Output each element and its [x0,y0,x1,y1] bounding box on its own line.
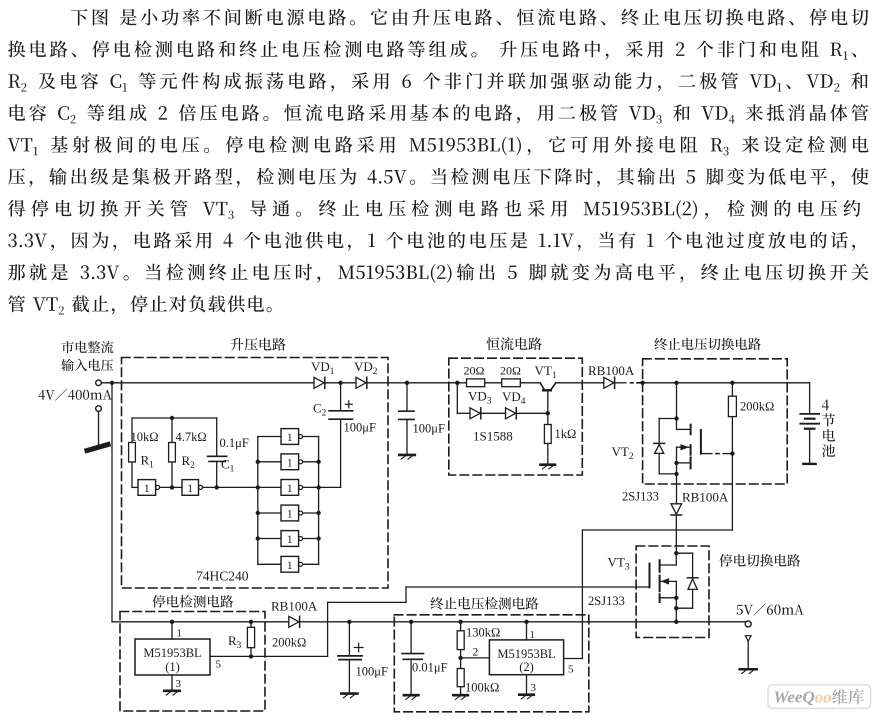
svg-text:RB100A: RB100A [682,490,729,505]
svg-text:C2: C2 [313,401,327,419]
svg-text:M51953BL: M51953BL [497,647,555,661]
svg-text:5: 5 [568,664,574,676]
svg-text:100μF: 100μF [344,421,376,435]
svg-text:VD3: VD3 [468,389,492,407]
svg-text:1: 1 [530,629,536,641]
svg-text:VD4: VD4 [502,389,526,407]
svg-text:1: 1 [287,432,293,444]
svg-text:VD1: VD1 [311,359,335,377]
svg-text:1: 1 [187,483,193,495]
svg-text:R3: R3 [228,633,242,651]
svg-text:WeeQoo: WeeQoo [774,688,832,707]
svg-text:1: 1 [144,483,150,495]
svg-text:R2: R2 [182,453,196,471]
svg-text:0.01μF: 0.01μF [412,661,448,675]
svg-text:3: 3 [531,682,537,694]
svg-text:1: 1 [287,509,293,521]
svg-text:1: 1 [177,628,183,640]
svg-text:C1: C1 [221,457,235,475]
svg-text:1: 1 [287,560,293,572]
svg-text:1: 1 [287,534,293,546]
svg-text:1kΩ: 1kΩ [555,427,577,441]
svg-text:2SJ133: 2SJ133 [622,490,659,504]
svg-text:M51953BL: M51953BL [143,646,201,660]
svg-text:10kΩ: 10kΩ [131,430,159,444]
svg-text:VT2: VT2 [612,444,634,462]
svg-text:74HC240: 74HC240 [196,569,249,584]
svg-text:5: 5 [216,659,222,671]
svg-text:20Ω: 20Ω [500,364,521,378]
svg-text:2SJ133: 2SJ133 [588,594,625,608]
svg-text:VD2: VD2 [354,359,378,377]
svg-text:0.1μF: 0.1μF [220,436,249,450]
svg-text:20Ω: 20Ω [464,364,485,378]
svg-text:3: 3 [176,678,182,690]
svg-text:130kΩ: 130kΩ [466,626,500,640]
svg-text:1S1588: 1S1588 [473,429,513,444]
svg-text:1: 1 [287,457,293,469]
svg-text:RB100A: RB100A [588,363,635,378]
svg-text:(2): (2) [519,660,534,674]
svg-text:2: 2 [473,647,479,659]
svg-text:1: 1 [287,483,293,495]
svg-text:VT1: VT1 [535,363,557,381]
svg-text:VT3: VT3 [608,555,630,573]
svg-text:100μF: 100μF [413,422,445,436]
svg-text:4.7kΩ: 4.7kΩ [176,430,207,444]
svg-text:100μF: 100μF [356,665,388,679]
svg-text:RB100A: RB100A [271,599,318,614]
svg-text:100kΩ: 100kΩ [465,681,499,695]
svg-text:(1): (1) [165,660,180,674]
svg-text:200kΩ: 200kΩ [740,400,774,414]
svg-text:200kΩ: 200kΩ [272,636,306,650]
svg-text:R1: R1 [141,453,155,471]
